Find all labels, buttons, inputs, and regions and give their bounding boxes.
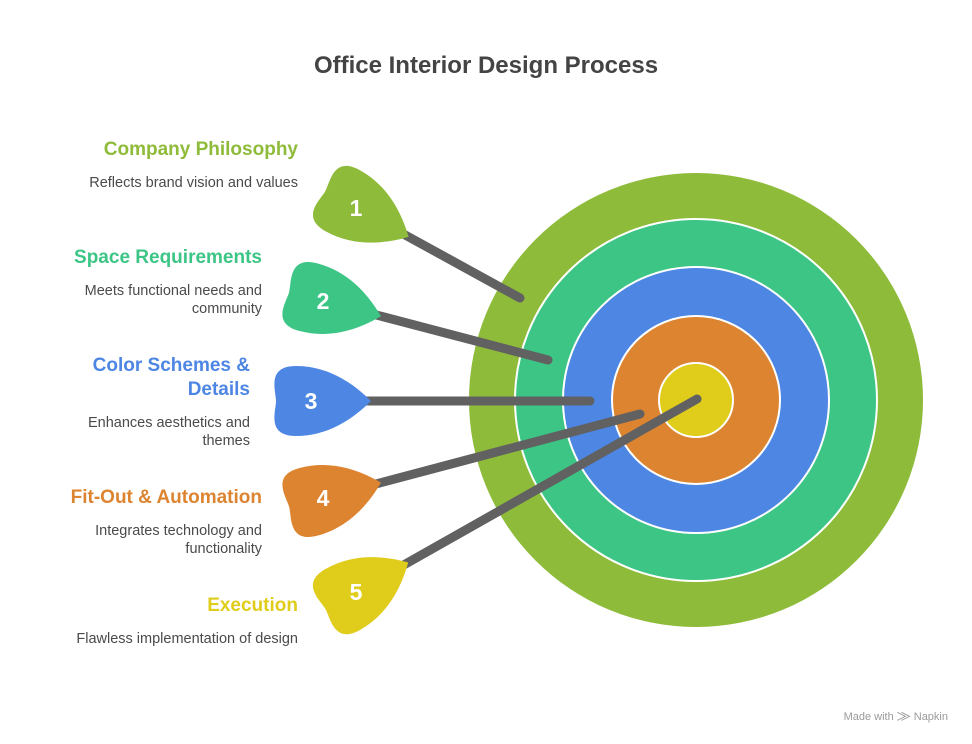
dart-5: 5 [312, 394, 702, 635]
napkin-brand: Napkin [913, 710, 948, 723]
dart-1: 1 [313, 165, 525, 303]
step-1-title: Company Philosophy [103, 139, 298, 160]
dart-3-fletching [274, 366, 371, 436]
step-5-number: 5 [350, 579, 363, 605]
step-3-description: Enhances aesthetics and themes [87, 415, 250, 449]
step-2-number: 2 [317, 288, 330, 314]
step-1-number: 1 [350, 195, 363, 221]
diagram-title: Office Interior Design Process [313, 52, 659, 79]
made-with-label: Made with [843, 710, 894, 723]
dart-5-shaft [351, 394, 702, 597]
dart-3: 3 [274, 366, 595, 436]
step-1-description: Reflects brand vision and values [89, 175, 298, 191]
step-4-title: Fit-Out & Automation [70, 487, 262, 508]
dart-2-fletching [282, 262, 382, 334]
step-5-title: Execution [207, 595, 298, 616]
dart-5-fletching [312, 557, 409, 635]
step-2-title: Space Requirements [74, 247, 262, 268]
step-3-number: 3 [305, 388, 318, 414]
dart-2: 2 [282, 262, 553, 365]
step-4-description: Integrates technology and functionality [95, 523, 262, 557]
darts: 1 2 3 4 5 [274, 165, 702, 635]
dart-4: 4 [282, 409, 645, 538]
dart-1-fletching [313, 165, 409, 243]
napkin-logo-icon: ⨠ [896, 709, 911, 723]
step-3-title: Color Schemes & Details [92, 355, 250, 400]
dart-4-fletching [282, 465, 381, 538]
step-2-description: Meets functional needs and community [84, 283, 262, 317]
step-4-number: 4 [317, 485, 330, 511]
footer-credit: Made with ⨠ Napkin [844, 709, 948, 724]
step-5-description: Flawless implementation of design [76, 631, 298, 647]
